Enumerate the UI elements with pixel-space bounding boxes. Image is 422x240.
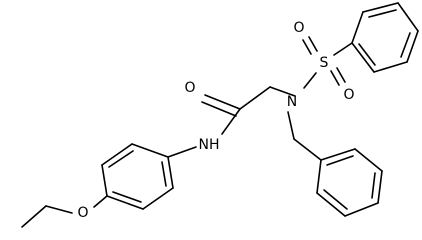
atom-label-o-ether: O — [77, 205, 88, 221]
ring1-bond — [142, 187, 174, 210]
ring3-double-bond — [371, 172, 376, 199]
bond-ethyl-ch2-o — [45, 205, 73, 214]
ring2-bond — [373, 61, 408, 73]
ring2-double-bond — [368, 9, 397, 18]
bond-s-o-right-1 — [330, 70, 340, 86]
ring2-double-bond — [358, 43, 376, 66]
atom-label-nh-amide: NH — [199, 137, 220, 153]
bond-n-benzyl-ch2 — [287, 111, 295, 140]
bond-n-s — [303, 72, 317, 89]
ring3-bond — [316, 192, 346, 217]
ring1-bond — [131, 143, 169, 158]
ring2-bond — [406, 30, 419, 63]
atom-label-n-sulfonamide: N — [287, 94, 297, 110]
bond-benzyl-ch2-ring — [293, 138, 322, 161]
bond-carbonyl-double-1 — [204, 94, 241, 110]
ring1-double-bond — [161, 161, 167, 187]
ring1-bond — [106, 195, 144, 210]
bond-ethyl-ch3-ch2 — [21, 205, 47, 228]
ring2-bond — [351, 11, 364, 44]
ring1-double-bond — [108, 150, 134, 168]
atom-label-o-carbonyl: O — [184, 80, 195, 96]
bond-s-phenyl — [333, 42, 353, 56]
bond-o-aryl — [93, 195, 108, 208]
ring3-double-bond — [323, 189, 348, 210]
bond-s-o-right-2 — [336, 67, 346, 83]
atom-label-layer: O NH N S O O O — [77, 20, 354, 221]
ring3-bond — [354, 148, 383, 172]
ring1-bond — [167, 156, 174, 189]
ring1-double-bond — [112, 191, 142, 203]
bond-carbonyl-double-2 — [201, 101, 237, 117]
ring2-bond — [362, 2, 399, 13]
ring3-bond — [344, 202, 379, 217]
ring1-bond — [101, 143, 133, 166]
phenylsulfonyl-ring — [351, 2, 419, 73]
bond-ch2-n — [269, 86, 296, 97]
bond-nh-carbonyl — [221, 108, 241, 135]
molecule-structure-drawing: O NH N S O O O — [21, 2, 419, 228]
ring3-double-bond — [326, 155, 354, 166]
ring3-bond — [320, 148, 356, 161]
bond-carbonyl-ch2 — [239, 86, 271, 110]
benzyl-ring — [316, 148, 383, 217]
atom-label-s-sulfonyl: S — [320, 55, 329, 71]
ring2-bond — [397, 2, 419, 32]
bond-layer — [21, 2, 419, 228]
bond-aryl-nh — [167, 146, 197, 158]
bond-s-o-left-2 — [308, 36, 318, 52]
ring1-bond — [101, 164, 108, 197]
ethoxyphenyl-ring — [101, 143, 174, 210]
ring2-double-bond — [400, 32, 411, 58]
bond-s-o-left-1 — [302, 39, 312, 55]
ring3-bond — [377, 170, 383, 204]
atom-label-o-sulfonyl-left: O — [293, 20, 304, 36]
atom-label-o-sulfonyl-right: O — [343, 87, 354, 103]
ring3-bond — [316, 159, 322, 194]
ring2-bond — [351, 42, 375, 73]
